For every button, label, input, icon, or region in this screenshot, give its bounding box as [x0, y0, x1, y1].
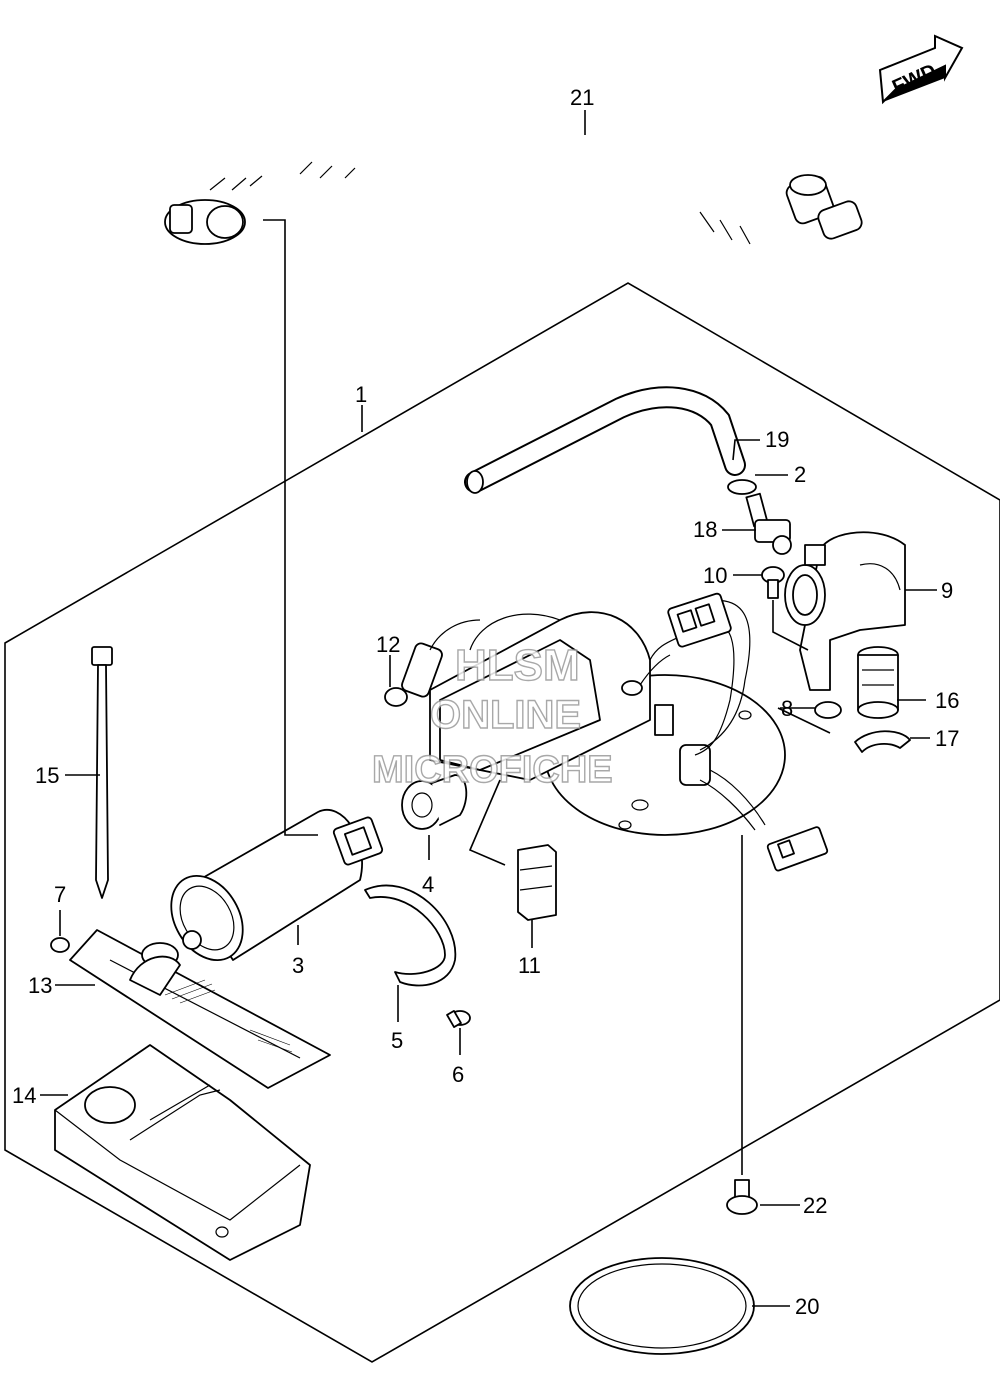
callout-14: 14 — [12, 1083, 36, 1108]
filter-cover — [54, 1044, 311, 1261]
pump-grommet — [401, 774, 468, 830]
pump-band — [364, 884, 457, 987]
callout-3: 3 — [292, 953, 304, 978]
gasket-ring — [569, 1257, 755, 1355]
svg-text:HLSM: HLSM — [455, 641, 580, 690]
regulator-housing — [784, 531, 906, 691]
callout-6: 6 — [452, 1062, 464, 1087]
svg-text:MICROFICHE: MICROFICHE — [372, 749, 613, 791]
callout-21: 21 — [570, 85, 594, 110]
fuel-hose-assembly — [164, 125, 863, 258]
callout-16: 16 — [935, 688, 959, 713]
callout-7: 7 — [54, 882, 66, 907]
callout-12: 12 — [376, 632, 400, 657]
fuel-filter — [69, 929, 331, 1089]
callout-20: 20 — [795, 1294, 819, 1319]
callout-10: 10 — [703, 563, 727, 588]
assembly-outline — [4, 282, 1000, 1363]
bolt-22 — [726, 1179, 758, 1215]
harness-connector — [766, 826, 829, 872]
callout-15: 15 — [35, 763, 59, 788]
bracket-clip — [517, 844, 557, 921]
callout-8: 8 — [781, 696, 793, 721]
callout-22: 22 — [803, 1193, 827, 1218]
hose-clamp — [727, 479, 757, 495]
pump-connector — [667, 592, 732, 648]
callout-labels: 21 1 19 2 18 10 9 12 16 8 17 15 4 7 3 11… — [12, 85, 959, 1319]
regulator-clip — [854, 730, 911, 753]
pump-bracket-assembly — [429, 599, 786, 836]
callout-9: 9 — [941, 578, 953, 603]
callout-13: 13 — [28, 973, 52, 998]
fuel-sender-sensor — [384, 619, 481, 707]
cable-tie — [91, 646, 113, 899]
nut-7 — [50, 937, 70, 953]
callout-4: 4 — [422, 872, 434, 897]
callout-18: 18 — [693, 517, 717, 542]
svg-text:ONLINE: ONLINE — [430, 693, 581, 737]
callout-19: 19 — [765, 427, 789, 452]
band-screw — [446, 1010, 471, 1028]
bolt-10 — [761, 566, 785, 599]
fuel-pump — [170, 809, 384, 962]
callout-11: 11 — [518, 953, 541, 978]
callout-1: 1 — [355, 382, 367, 407]
fuel-regulator — [857, 646, 899, 719]
leader-lines — [40, 110, 937, 1307]
breather-hose — [464, 386, 746, 494]
hose-fitting — [745, 492, 792, 555]
o-ring-8 — [814, 701, 842, 719]
callout-5: 5 — [391, 1028, 403, 1053]
callout-2: 2 — [794, 462, 806, 487]
callout-17: 17 — [935, 726, 959, 751]
watermark: HLSM ONLINE MICROFICHE — [371, 640, 613, 791]
fwd-arrow-icon: FWD — [878, 34, 964, 105]
